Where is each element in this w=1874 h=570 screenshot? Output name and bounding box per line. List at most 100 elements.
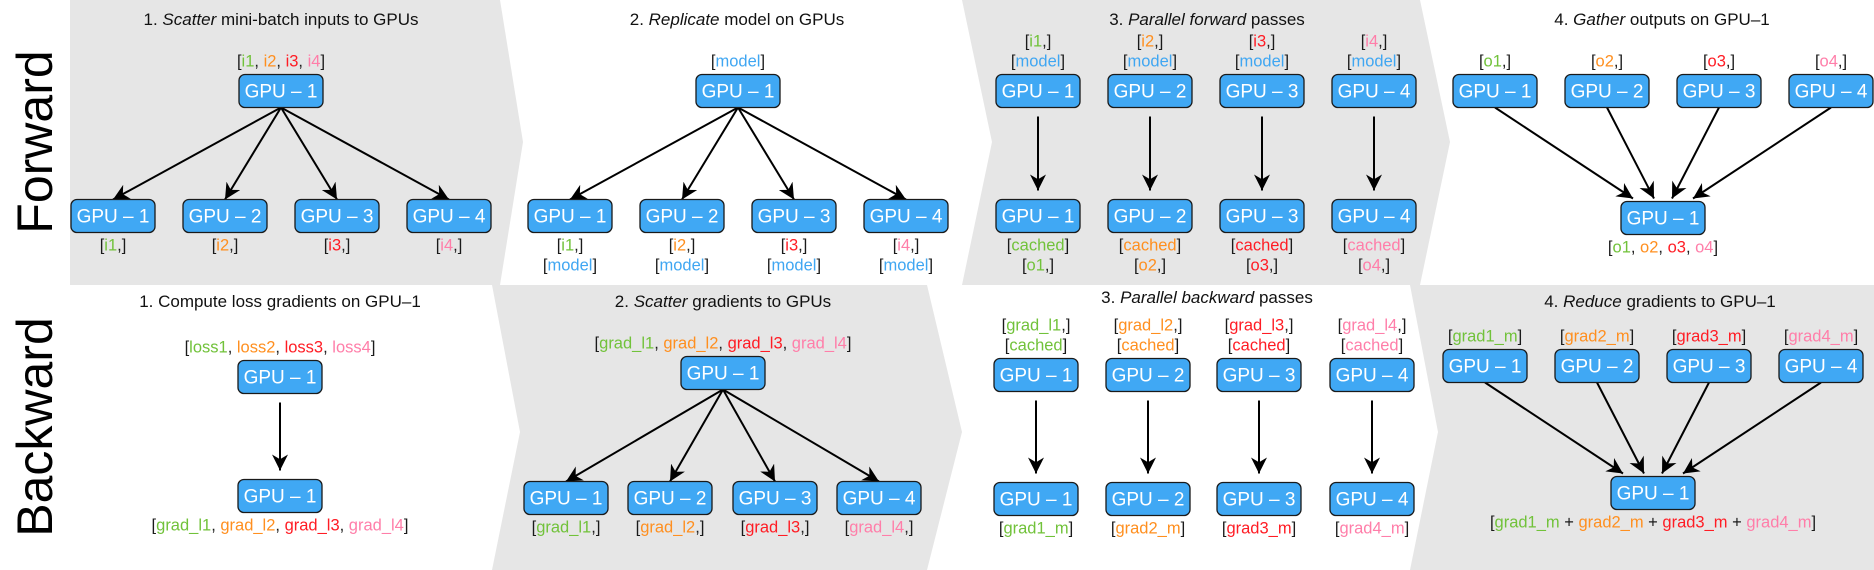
gpu-annotation-below: [grad_l4,]	[845, 519, 914, 537]
label-segment: o3	[1668, 239, 1686, 257]
label-segment: [	[1335, 520, 1340, 538]
label-segment: ]	[1713, 239, 1718, 257]
arrow	[669, 389, 724, 482]
gpu-box	[1564, 73, 1650, 109]
label-segment: ]	[1284, 53, 1289, 71]
arrow	[722, 389, 776, 482]
gpu-box	[639, 198, 725, 234]
label-segment: grad_l2	[640, 519, 695, 537]
label-segment: i4	[897, 237, 910, 255]
gpu-label: GPU – 2	[1112, 490, 1185, 511]
label-segment: [	[1347, 53, 1352, 71]
label-segment: grad_l2	[663, 335, 718, 353]
label-segment: [	[1005, 337, 1010, 355]
label-segment: ,	[254, 53, 263, 71]
gpu-annotation-below: [cached]	[1231, 237, 1293, 255]
label-segment: grad_l1	[1006, 317, 1061, 335]
label-segment: ,]	[1726, 53, 1735, 71]
gpu-annotation-above: [model]	[1011, 53, 1065, 71]
label-segment: model	[1240, 53, 1285, 71]
label-segment: ,	[783, 335, 792, 353]
label-segment: ]	[1175, 337, 1180, 355]
title-segment: 2.	[630, 10, 649, 29]
label-segment: [	[999, 520, 1004, 538]
gpu-annotation-below: [i4,]	[893, 237, 920, 255]
label-segment: [	[711, 53, 716, 71]
label-segment: ,]	[1042, 33, 1051, 51]
label-segment: ,]	[1614, 53, 1623, 71]
gpu-node: GPU – 3[grad3_m]	[1666, 328, 1752, 384]
label-segment: ]	[1292, 520, 1297, 538]
label-segment: [	[1002, 317, 1007, 335]
label-segment: model	[1352, 53, 1397, 71]
gpu-annotation-above: [model]	[1123, 53, 1177, 71]
gpu-annotation-below: [grad_l3,]	[741, 519, 810, 537]
label-segment: grad_l1	[156, 517, 211, 535]
label-segment: model	[772, 257, 817, 275]
label-segment: grad3_m	[1662, 514, 1727, 532]
label-segment: ,]	[1838, 53, 1847, 71]
gpu-box	[238, 73, 324, 109]
gpu-box	[1620, 200, 1706, 236]
title-segment: 4.	[1544, 292, 1563, 311]
label-segment: i2	[1141, 33, 1154, 51]
gpu-box	[1219, 73, 1305, 109]
label-segment: [	[1228, 337, 1233, 355]
gpu-annotation-below: [grad4_m]	[1335, 520, 1409, 538]
label-segment: cached	[1011, 237, 1064, 255]
gpu-annotation-above: [i1, i2, i3, i4]	[237, 53, 325, 71]
label-segment: [	[1235, 53, 1240, 71]
label-segment: ,]	[1284, 317, 1293, 335]
label-segment: i2	[264, 53, 277, 71]
gpu-box	[680, 355, 766, 391]
gpu-node: GPU – 3[cached][o3,]	[1219, 198, 1305, 275]
label-segment: ]	[1289, 237, 1294, 255]
step-title: 2. Replicate model on GPUs	[630, 10, 845, 29]
label-segment: ,]	[117, 237, 126, 255]
gpu-box	[1105, 357, 1191, 393]
label-segment: [	[1022, 257, 1027, 275]
arrow	[681, 106, 739, 201]
label-segment: ,	[228, 339, 237, 357]
label-segment: o1	[1027, 257, 1045, 275]
gpu-node: GPU – 1[o1,]	[1452, 53, 1538, 109]
gpu-annotation-above: [cached]	[1005, 337, 1067, 355]
gpu-node: GPU – 3[grad_l3,][cached]	[1216, 317, 1302, 393]
title-segment: 3.	[1101, 288, 1120, 307]
arrow	[1596, 382, 1645, 474]
label-segment: ,]	[1502, 53, 1511, 71]
label-segment: ,]	[1397, 317, 1406, 335]
label-segment: i3	[1253, 33, 1266, 51]
gpu-label: GPU – 3	[301, 207, 374, 228]
label-segment: o2	[1596, 53, 1614, 71]
step-title: 1. Scatter mini-batch inputs to GPUs	[144, 10, 419, 29]
gpu-box	[695, 73, 781, 109]
gpu-node: GPU – 2[i2,][model]	[639, 198, 725, 275]
arrow	[1692, 106, 1832, 200]
label-segment: grad_l1	[599, 335, 654, 353]
label-segment: o2	[1640, 239, 1658, 257]
gpu-annotation-below: [grad2_m]	[1111, 520, 1185, 538]
label-segment: ]	[1396, 53, 1401, 71]
arrow	[112, 106, 282, 201]
gpu-label: GPU – 1	[244, 368, 317, 389]
label-segment: [	[781, 237, 786, 255]
gpu-box	[1219, 198, 1305, 234]
gpu-node: GPU – 4[i4,][model]	[863, 198, 949, 275]
label-segment: ,]	[695, 519, 704, 537]
gpu-node: GPU – 4[grad_l4,][cached]	[1329, 317, 1415, 393]
label-segment: ,	[298, 53, 307, 71]
gpu-annotation-below: [cached]	[1343, 237, 1405, 255]
gpu-node: GPU – 1[grad_l1,][cached]	[993, 317, 1079, 393]
gpu-node: GPU – 1[grad1_m]	[1442, 328, 1528, 384]
gpu-node: GPU – 2[i2,][model]	[1107, 33, 1193, 109]
gpu-node: GPU – 4[i4,][model]	[1331, 33, 1417, 109]
gpu-annotation-above: [grad_l4,]	[1338, 317, 1407, 335]
gpu-annotation-below: [grad_l1, grad_l2, grad_l3, grad_l4]	[152, 517, 409, 535]
label-segment: model	[884, 257, 929, 275]
gpu-box	[732, 480, 818, 516]
title-segment: Reduce	[1563, 292, 1622, 311]
label-segment: ,	[275, 517, 284, 535]
